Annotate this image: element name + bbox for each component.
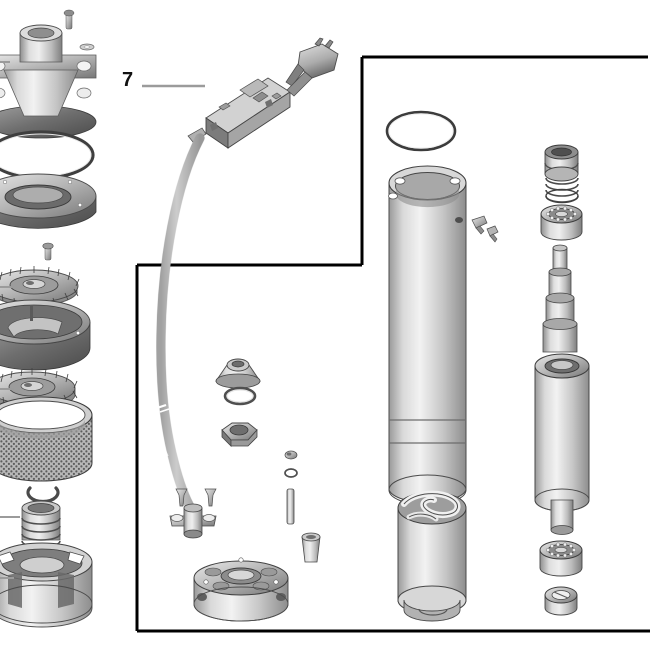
part-housing-screw-a (471, 215, 488, 235)
left-part-stack (0, 9, 97, 628)
part-o-ring-head (0, 130, 95, 180)
part-wave-washer (544, 586, 578, 616)
part-rotor-body (534, 353, 590, 535)
part-motor-end-bell (193, 557, 289, 622)
part-control-box-capacitor (187, 71, 313, 149)
part-mains-plug (285, 37, 339, 87)
part-discharge-head (0, 24, 97, 139)
part-gland-washer (223, 386, 257, 406)
part-bushing (301, 532, 321, 563)
part-retaining-clip (26, 486, 60, 504)
part-suction-strainer-base (0, 542, 93, 628)
part-power-cable (155, 133, 205, 515)
part-cable-gland-cone (215, 358, 261, 389)
part-entry-screw-left (175, 488, 188, 507)
part-screw-stage (42, 242, 54, 261)
part-motor-housing (388, 165, 467, 506)
part-small-bolt (284, 450, 298, 460)
callout-number-7: 7 (122, 69, 134, 91)
part-entry-screw-right (204, 488, 217, 507)
part-dowel-pin (286, 488, 295, 525)
center-cable-assembly (155, 37, 339, 622)
rotor-bearing-stack (534, 144, 590, 616)
motor-housing-stack (385, 110, 499, 622)
part-o-ring-housing (385, 110, 457, 152)
part-lower-bearing (539, 540, 583, 577)
part-gland-nut (221, 422, 258, 447)
left-leader-stubs (0, 61, 20, 579)
part-mechanical-seal (544, 144, 579, 182)
part-upper-bearing (540, 204, 583, 241)
part-seal-spring (545, 177, 579, 204)
part-cable-entry-block (169, 503, 217, 539)
small-parts-stack (284, 450, 321, 563)
part-washer-top-left (79, 43, 95, 51)
part-rotor-shaft (542, 244, 578, 353)
outline-frame (135, 55, 650, 633)
part-intake-screen-sleeve (0, 396, 93, 482)
part-housing-screw-b (486, 225, 499, 243)
part-diffuser-plate-1 (0, 173, 97, 229)
part-small-washer (284, 468, 298, 478)
part-screw-top-left (63, 9, 75, 30)
part-diffuser-bowl (0, 299, 91, 371)
part-spring-coupling (21, 500, 61, 548)
part-diaphragm-unit (397, 490, 467, 622)
